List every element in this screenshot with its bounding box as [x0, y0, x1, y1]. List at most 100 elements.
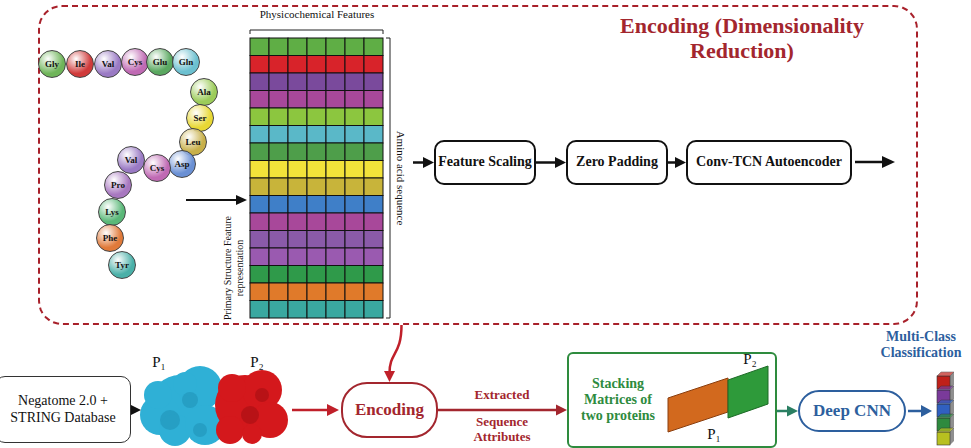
class-cubes: [937, 372, 954, 445]
matrix-cell: [326, 73, 345, 91]
matrix-cell: [288, 213, 307, 231]
amino-acid: Ile: [66, 50, 94, 78]
amino-acid-name: Lys: [105, 208, 119, 217]
matrix-cell: [269, 126, 288, 144]
matrix-cell: [269, 143, 288, 161]
model-box: Deep CNN: [798, 390, 906, 432]
bracket: [250, 30, 390, 318]
amino-acid-name: Gly: [45, 60, 59, 69]
matrix-cell: [364, 178, 383, 196]
output-title: Multi-Class Classification: [873, 329, 969, 361]
amino-acid-name: Val: [102, 60, 115, 69]
connector-line: [390, 325, 402, 373]
node-text: Deep CNN: [813, 401, 891, 421]
process-box: Conv-TCN Autoencoder: [686, 140, 852, 185]
connector: [390, 325, 402, 373]
feature-matrix: [250, 38, 383, 318]
matrix-cell: [307, 126, 326, 144]
matrix-cell: [307, 283, 326, 301]
matrix-cell: [250, 91, 269, 109]
matrix-cell: [345, 283, 364, 301]
arrow-head: [675, 157, 686, 168]
matrix-cell: [364, 283, 383, 301]
chain-arrow: [186, 195, 247, 205]
matrix-cell: [307, 91, 326, 109]
matrix-cell: [307, 248, 326, 266]
arrow-head: [556, 405, 567, 416]
database-box: Negatome 2.0 + STRING Database: [0, 376, 131, 443]
matrix-cell: [250, 73, 269, 91]
amino-acid-name: Ser: [194, 114, 207, 123]
matrix-cell: [307, 143, 326, 161]
cube-face: [937, 432, 950, 445]
matrix-cell: [345, 266, 364, 284]
matrix-cell: [307, 161, 326, 179]
matrix-cell: [307, 231, 326, 249]
node-text: Feature Scaling: [438, 154, 531, 170]
matrix-cell: [345, 178, 364, 196]
matrix-cell: [326, 126, 345, 144]
matrix-cell: [288, 108, 307, 126]
matrix-cell: [307, 38, 326, 56]
amino-acid: Pro: [104, 171, 132, 199]
matrix-cell: [326, 161, 345, 179]
matrix-cell: [364, 91, 383, 109]
amino-acid-name: Phe: [103, 234, 118, 243]
edge-note: Extracted: [455, 388, 549, 403]
encoding-box: Encoding: [341, 382, 438, 438]
matrix-cell: [345, 301, 364, 319]
stacked-matrices: [668, 366, 768, 432]
amino-acid-name: Pro: [111, 181, 125, 190]
amino-acid: Cys: [121, 48, 149, 76]
matrix-cell: [250, 213, 269, 231]
matrix-cell: [326, 248, 345, 266]
matrix-cell: [307, 301, 326, 319]
matrix-cell: [288, 126, 307, 144]
amino-acid-name: Cys: [150, 164, 165, 173]
amino-acid-name: Ala: [197, 88, 211, 97]
matrix-cell: [288, 231, 307, 249]
matrix-cell: [364, 38, 383, 56]
matrix-cell: [269, 266, 288, 284]
matrix-cell: [288, 38, 307, 56]
matrix-cell: [326, 196, 345, 214]
matrix-cell: [345, 196, 364, 214]
matrix-cell: [269, 108, 288, 126]
protein-label: P₂: [246, 354, 268, 371]
matrix-cell: [288, 266, 307, 284]
amino-acid-name: Ile: [75, 60, 85, 69]
matrix-cell: [288, 73, 307, 91]
encoding-region: Encoding (Dimensionality Reduction)GlyIl…: [38, 5, 918, 325]
matrix-cell: [250, 126, 269, 144]
matrix-cell: [345, 73, 364, 91]
matrix-cell: [250, 283, 269, 301]
connector-line: [438, 409, 558, 412]
connector: [536, 162, 557, 163]
matrix-cell: [326, 213, 345, 231]
matrix-cell: [307, 213, 326, 231]
matrix-cell: [250, 266, 269, 284]
matrix-cell: [269, 283, 288, 301]
amino-acid: Val: [117, 146, 145, 174]
process-box: Zero Padding: [566, 140, 668, 185]
matrix-cell: [269, 91, 288, 109]
connector-line: [536, 161, 557, 164]
matrix-cell: [364, 161, 383, 179]
matrix-cell: [269, 231, 288, 249]
matrix-cell: [326, 108, 345, 126]
amino-acid-name: Asp: [174, 160, 189, 169]
matrix-cell: [288, 143, 307, 161]
matrix-cell: [250, 231, 269, 249]
matrix-cell: [364, 231, 383, 249]
node-text: Encoding: [355, 400, 424, 420]
connector: [438, 410, 558, 411]
matrix-cell: [326, 301, 345, 319]
matrix-cell: [269, 301, 288, 319]
edge-note: Sequence Attributes: [457, 415, 547, 445]
matrix-cell: [288, 56, 307, 74]
matrix-cell: [288, 301, 307, 319]
matrix-cell: [364, 143, 383, 161]
amino-acid: Gln: [172, 48, 200, 76]
matrix-label: P₁: [702, 426, 726, 443]
matrix-cell: [364, 73, 383, 91]
